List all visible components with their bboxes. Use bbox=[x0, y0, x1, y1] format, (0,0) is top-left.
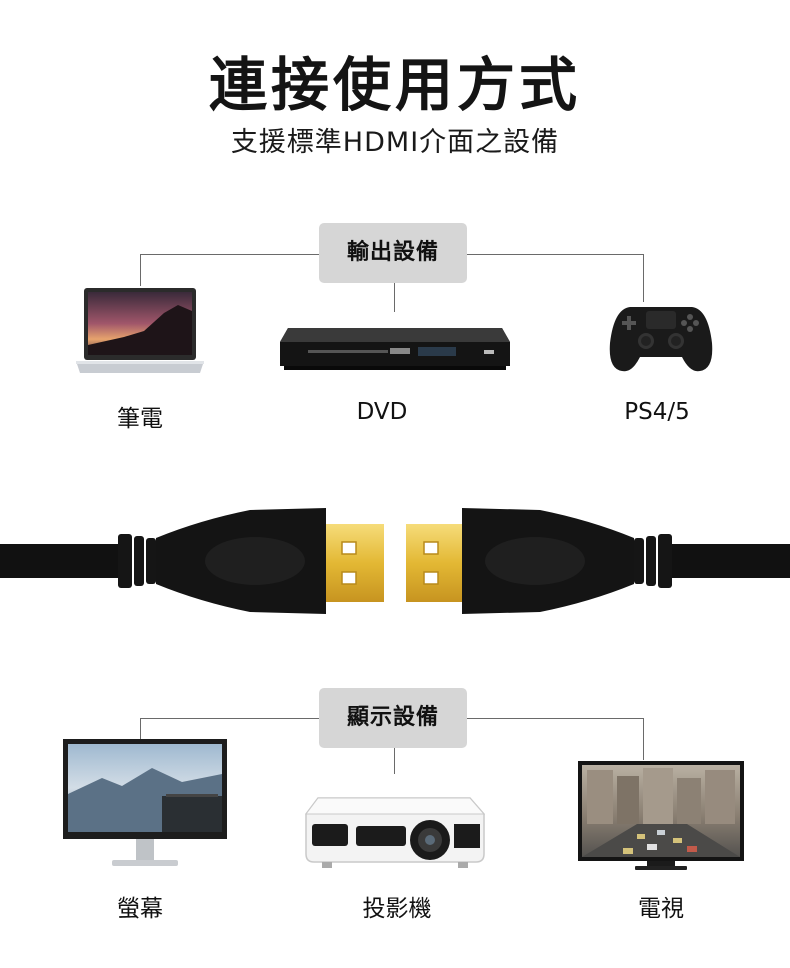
laptop-icon bbox=[74, 287, 206, 379]
device-label-monitor: 螢幕 bbox=[117, 896, 163, 922]
page-subtitle: 支援標準HDMI介面之設備 bbox=[230, 127, 560, 158]
display-line-right-v bbox=[643, 718, 644, 760]
output-line-left-v bbox=[140, 254, 141, 286]
tv-icon bbox=[577, 760, 745, 872]
output-line-right-v bbox=[643, 254, 644, 302]
device-label-projector: 投影機 bbox=[362, 896, 432, 922]
hdmi-cable-icon bbox=[0, 500, 790, 622]
device-label-tv: 電視 bbox=[638, 896, 684, 922]
game-controller-icon bbox=[608, 303, 714, 375]
display-devices-box: 顯示設備 bbox=[319, 688, 467, 748]
device-label-game-console: PS4/5 bbox=[624, 399, 690, 425]
output-line-right-h bbox=[466, 254, 644, 255]
output-line-center-v bbox=[394, 282, 395, 312]
display-line-right-h bbox=[466, 718, 644, 719]
output-devices-box: 輸出設備 bbox=[319, 223, 467, 283]
display-line-left-h bbox=[140, 718, 320, 719]
display-line-left-v bbox=[140, 718, 141, 740]
display-line-center-v bbox=[394, 746, 395, 774]
device-label-laptop: 筆電 bbox=[117, 406, 163, 432]
projector-icon bbox=[302, 790, 488, 870]
page-title: 連接使用方式 bbox=[208, 51, 581, 119]
output-line-left-h bbox=[140, 254, 320, 255]
device-label-dvd: DVD bbox=[356, 399, 408, 425]
monitor-icon bbox=[62, 738, 228, 870]
dvd-player-icon bbox=[278, 320, 512, 378]
